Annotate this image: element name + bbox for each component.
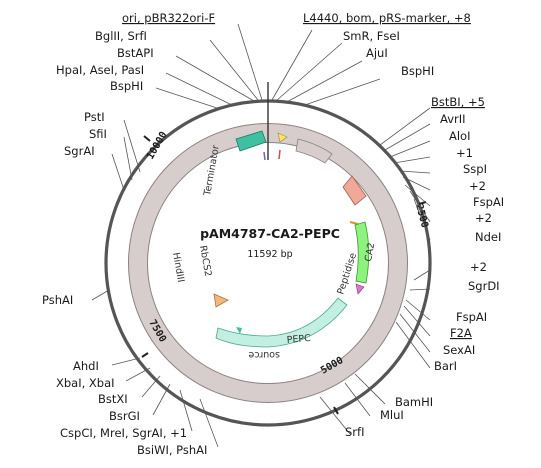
site-label-sgrai[interactable]: SgrAI	[64, 144, 95, 158]
site-label-ahdi[interactable]: AhdI	[73, 359, 99, 373]
tick-label-10000: 10000	[145, 130, 170, 162]
site-label-bstxi[interactable]: BstXI	[98, 392, 128, 406]
site-label-bsiwi[interactable]: BsiWI, PshAI	[137, 443, 207, 457]
site-label-bsphi-right[interactable]: BspHI	[401, 64, 434, 78]
site-label-plus2-b[interactable]: +2	[475, 211, 492, 225]
feature-small-teal	[236, 327, 242, 334]
site-label-psti[interactable]: PstI	[84, 110, 105, 124]
feature-gray-arrow[interactable]	[295, 138, 333, 164]
site-label-bsrgi[interactable]: BsrGI	[109, 409, 140, 423]
site-label-mlui[interactable]: MluI	[380, 408, 404, 422]
tick-label-2500: 2500	[413, 203, 430, 229]
label-rbcs2: RbCS2	[197, 245, 213, 278]
site-label-plus2-c[interactable]: +2	[470, 260, 487, 274]
tick-5000	[333, 406, 339, 415]
feature-pepc[interactable]	[215, 297, 348, 348]
label-source: source	[248, 349, 280, 360]
site-label-bglii[interactable]: BglII, SrfI	[95, 29, 147, 43]
site-group-left	[91, 23, 263, 448]
feature-f2a[interactable]	[355, 283, 365, 295]
feature-red-mark	[278, 149, 281, 160]
site-label-pshai[interactable]: PshAI	[42, 293, 73, 307]
site-label-xbai[interactable]: XbaI, XbaI	[56, 376, 115, 390]
site-label-plus1[interactable]: +1	[456, 146, 473, 160]
site-label-srfi[interactable]: SrfI	[345, 425, 364, 439]
site-label-avrii[interactable]: AvrII	[440, 112, 466, 126]
site-label-sfii[interactable]: SfiI	[89, 127, 107, 141]
site-label-hpai[interactable]: HpaI, AseI, PasI	[56, 63, 144, 77]
site-label-sexai[interactable]: SexAI	[443, 343, 475, 357]
plasmid-name: pAM4787-CA2-PEPC	[200, 226, 340, 241]
site-label-ndei[interactable]: NdeI	[475, 230, 501, 244]
feature-purple-mark	[263, 151, 266, 161]
tick-10000	[143, 135, 151, 142]
site-label-bstapi[interactable]: BstAPI	[117, 46, 154, 60]
site-label-plus2-a[interactable]: +2	[469, 179, 486, 193]
label-ca2: CA2	[363, 242, 377, 263]
feature-gold-mark	[349, 221, 359, 225]
site-label-bamhi[interactable]: BamHI	[395, 395, 433, 409]
site-label-bsphi-left[interactable]: BspHI	[110, 79, 143, 93]
site-label-smr[interactable]: SmR, FseI	[343, 29, 400, 43]
feature-ca2[interactable]	[354, 221, 370, 284]
feature-teal-arrow[interactable]	[235, 130, 267, 152]
site-label-f2a[interactable]: F2A	[450, 326, 472, 340]
tick-2500	[418, 201, 427, 205]
site-label-ajui[interactable]: AjuI	[366, 46, 388, 60]
label-peptidise: Peptidise	[335, 251, 359, 296]
site-label-aloi[interactable]: AloI	[449, 129, 471, 143]
label-pepc: PEPC	[286, 333, 311, 346]
feature-pink-arrow[interactable]	[342, 175, 367, 206]
site-label-ori[interactable]: ori, pBR322ori-F	[122, 11, 215, 25]
site-group-right	[271, 29, 431, 435]
site-label-bari[interactable]: BarI	[434, 359, 457, 373]
site-label-sspi[interactable]: SspI	[463, 162, 487, 176]
plasmid-size: 11592 bp	[247, 249, 292, 260]
tick-7500	[141, 352, 149, 358]
site-label-fspai-a[interactable]: FspAI	[473, 195, 504, 209]
site-label-l4440[interactable]: L4440, bom, pRS-marker, +8	[303, 11, 471, 25]
site-label-fspai-b[interactable]: FspAI	[456, 310, 487, 324]
label-hindiii: HindIII	[170, 252, 186, 284]
site-label-cspci[interactable]: CspCI, MreI, SgrAI, +1	[60, 426, 187, 440]
site-label-bstbi[interactable]: BstBI, +5	[431, 95, 485, 109]
feature-orange-triangle[interactable]	[213, 293, 229, 308]
site-label-sgrdi[interactable]: SgrDI	[468, 279, 500, 293]
feature-yellow-arrow[interactable]	[277, 132, 288, 143]
